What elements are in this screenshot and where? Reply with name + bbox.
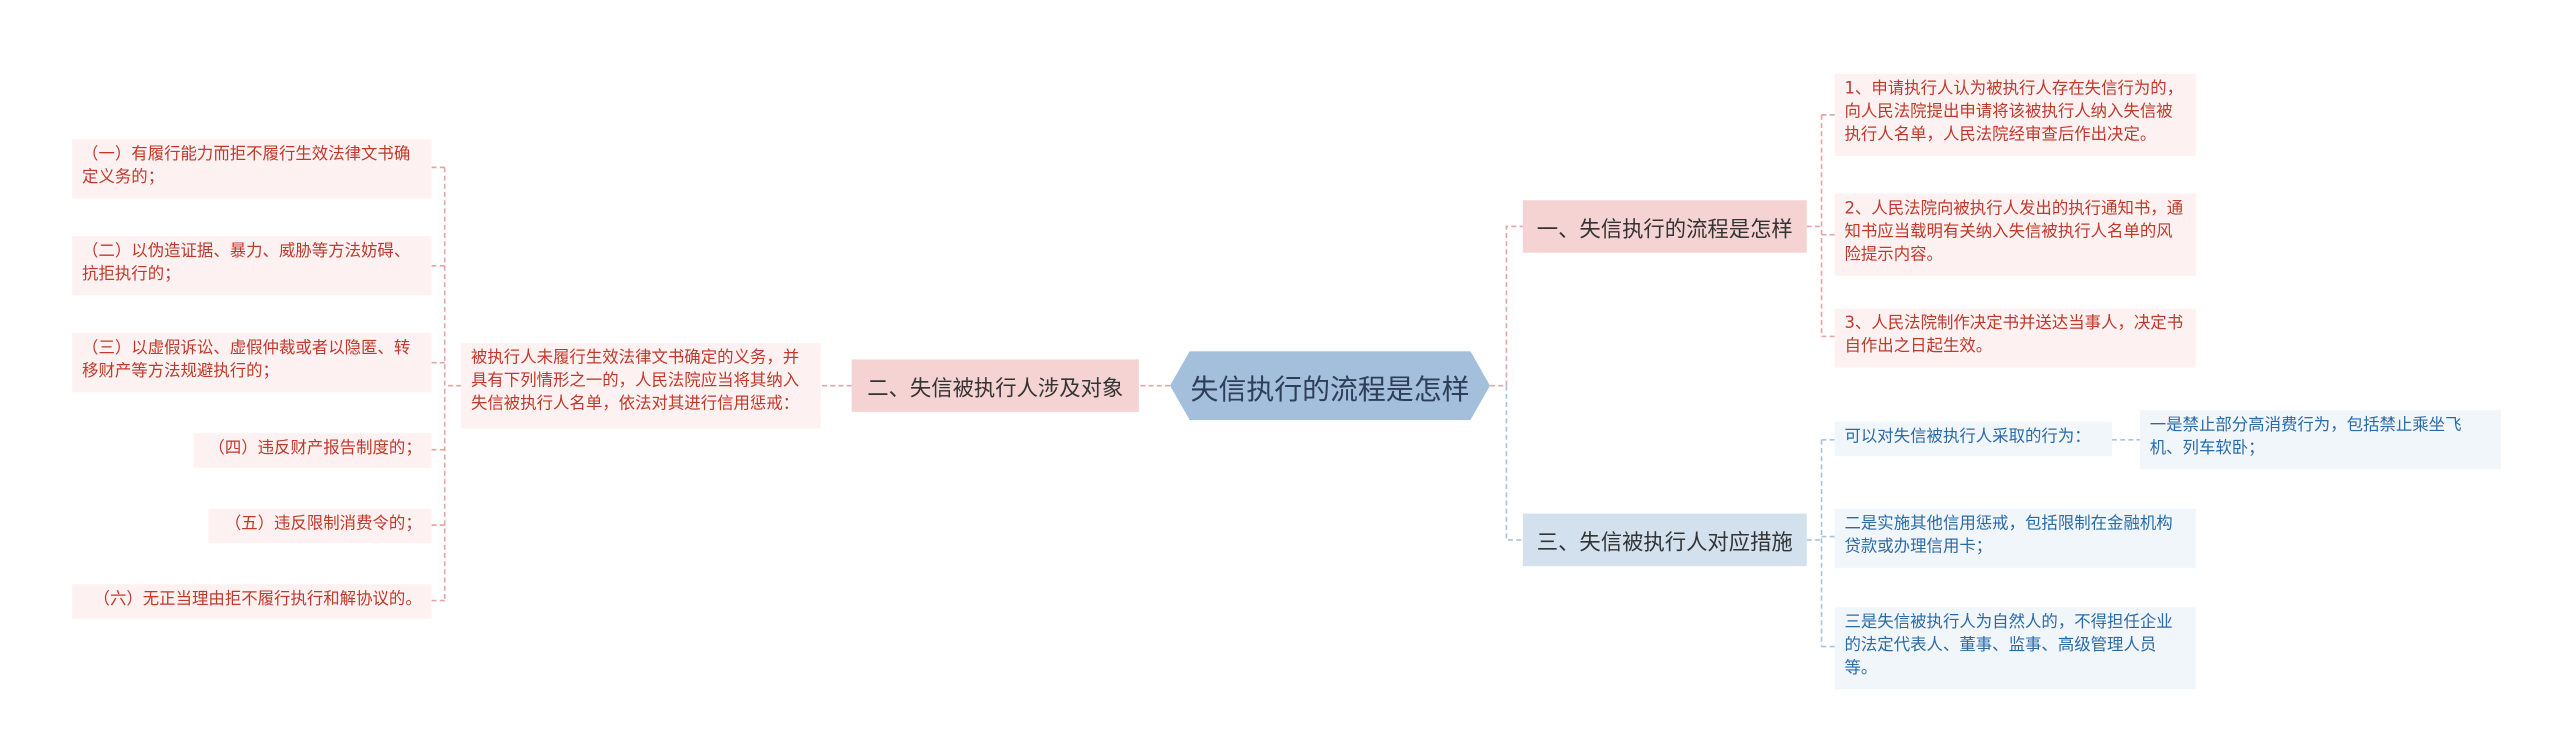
measure-consumption-ban-text: 一是禁止部分高消费行为，包括禁止乘坐飞机、列车软卧； — [2149, 416, 2462, 458]
measure-credit-restriction[interactable]: 二是实施其他信用惩戒，包括限制在金融机构贷款或办理信用卡； — [1834, 508, 2196, 568]
branch-subjects[interactable]: 二、失信被执行人涉及对象 — [851, 359, 1139, 412]
subject-case-4-text: （四）违反财产报告制度的； — [208, 439, 422, 458]
subject-case-2-text: （二）以伪造证据、暴力、威胁等方法妨碍、抗拒执行的； — [82, 242, 411, 284]
branch-measures[interactable]: 三、失信被执行人对应措施 — [1522, 513, 1807, 567]
branch-subjects-label: 二、失信被执行人涉及对象 — [867, 376, 1124, 402]
subject-case-1[interactable]: （一）有履行能力而拒不履行生效法律文书确定义务的； — [72, 139, 432, 199]
subjects-description-text: 被执行人未履行生效法律文书确定的义务，并具有下列情形之一的，人民法院应当将其纳入… — [470, 349, 800, 414]
connector-mid-leaves — [431, 166, 462, 602]
connector-b1-leaves — [1806, 114, 1835, 338]
subject-case-6-text: （六）无正当理由拒不履行执行和解协议的。 — [93, 590, 422, 609]
connector-root-b3 — [1505, 385, 1523, 541]
measures-intro[interactable]: 可以对失信被执行人采取的行为： — [1834, 421, 2112, 457]
process-step-1-text: 1、申请执行人认为被执行人存在失信行为的，向人民法院提出申请将该被执行人纳入失信… — [1844, 80, 2184, 145]
process-step-2-text: 2、人民法院向被执行人发出的执行通知书，通知书应当载明有关纳入失信被执行人名单的… — [1844, 200, 2184, 265]
measure-executive-ban[interactable]: 三是失信被执行人为自然人的，不得担任企业的法定代表人、董事、监事、高级管理人员等… — [1834, 607, 2196, 690]
measure-consumption-ban[interactable]: 一是禁止部分高消费行为，包括禁止乘坐飞机、列车软卧； — [2139, 410, 2501, 470]
root-node[interactable]: 失信执行的流程是怎样 — [1170, 351, 1490, 420]
branch-process[interactable]: 一、失信执行的流程是怎样 — [1522, 200, 1807, 253]
subject-case-3-text: （三）以虚假诉讼、虚假仲裁或者以隐匿、转移财产等方法规避执行的； — [82, 339, 411, 381]
subject-case-4[interactable]: （四）违反财产报告制度的； — [193, 433, 432, 468]
connector-root-b1 — [1490, 225, 1523, 387]
branch-measures-label: 三、失信被执行人对应措施 — [1536, 530, 1793, 556]
process-step-3[interactable]: 3、人民法院制作决定书并送达当事人，决定书自作出之日起生效。 — [1834, 308, 2196, 368]
process-step-1[interactable]: 1、申请执行人认为被执行人存在失信行为的，向人民法院提出申请将该被执行人纳入失信… — [1834, 73, 2196, 156]
measure-credit-restriction-text: 二是实施其他信用惩戒，包括限制在金融机构贷款或办理信用卡； — [1844, 515, 2173, 557]
subjects-description[interactable]: 被执行人未履行生效法律文书确定的义务，并具有下列情形之一的，人民法院应当将其纳入… — [461, 342, 821, 429]
subject-case-1-text: （一）有履行能力而拒不履行生效法律文书确定义务的； — [82, 146, 411, 188]
subject-case-2[interactable]: （二）以伪造证据、暴力、威胁等方法妨碍、抗拒执行的； — [72, 236, 432, 296]
connector-b3-leaves — [1806, 438, 1835, 648]
subject-case-5-text: （五）违反限制消费令的； — [224, 515, 422, 534]
measures-intro-text: 可以对失信被执行人采取的行为： — [1844, 428, 2091, 447]
process-step-2[interactable]: 2、人民法院向被执行人发出的执行通知书，通知书应当载明有关纳入失信被执行人名单的… — [1834, 193, 2196, 276]
process-step-3-text: 3、人民法院制作决定书并送达当事人，决定书自作出之日起生效。 — [1844, 315, 2184, 357]
branch-process-label: 一、失信执行的流程是怎样 — [1536, 217, 1793, 243]
subject-case-6[interactable]: （六）无正当理由拒不履行执行和解协议的。 — [72, 584, 432, 619]
subject-case-5[interactable]: （五）违反限制消费令的； — [208, 508, 432, 544]
root-label: 失信执行的流程是怎样 — [1190, 373, 1470, 407]
subject-case-3[interactable]: （三）以虚假诉讼、虚假仲裁或者以隐匿、转移财产等方法规避执行的； — [72, 333, 432, 393]
measure-executive-ban-text: 三是失信被执行人为自然人的，不得担任企业的法定代表人、董事、监事、高级管理人员等… — [1844, 613, 2173, 678]
